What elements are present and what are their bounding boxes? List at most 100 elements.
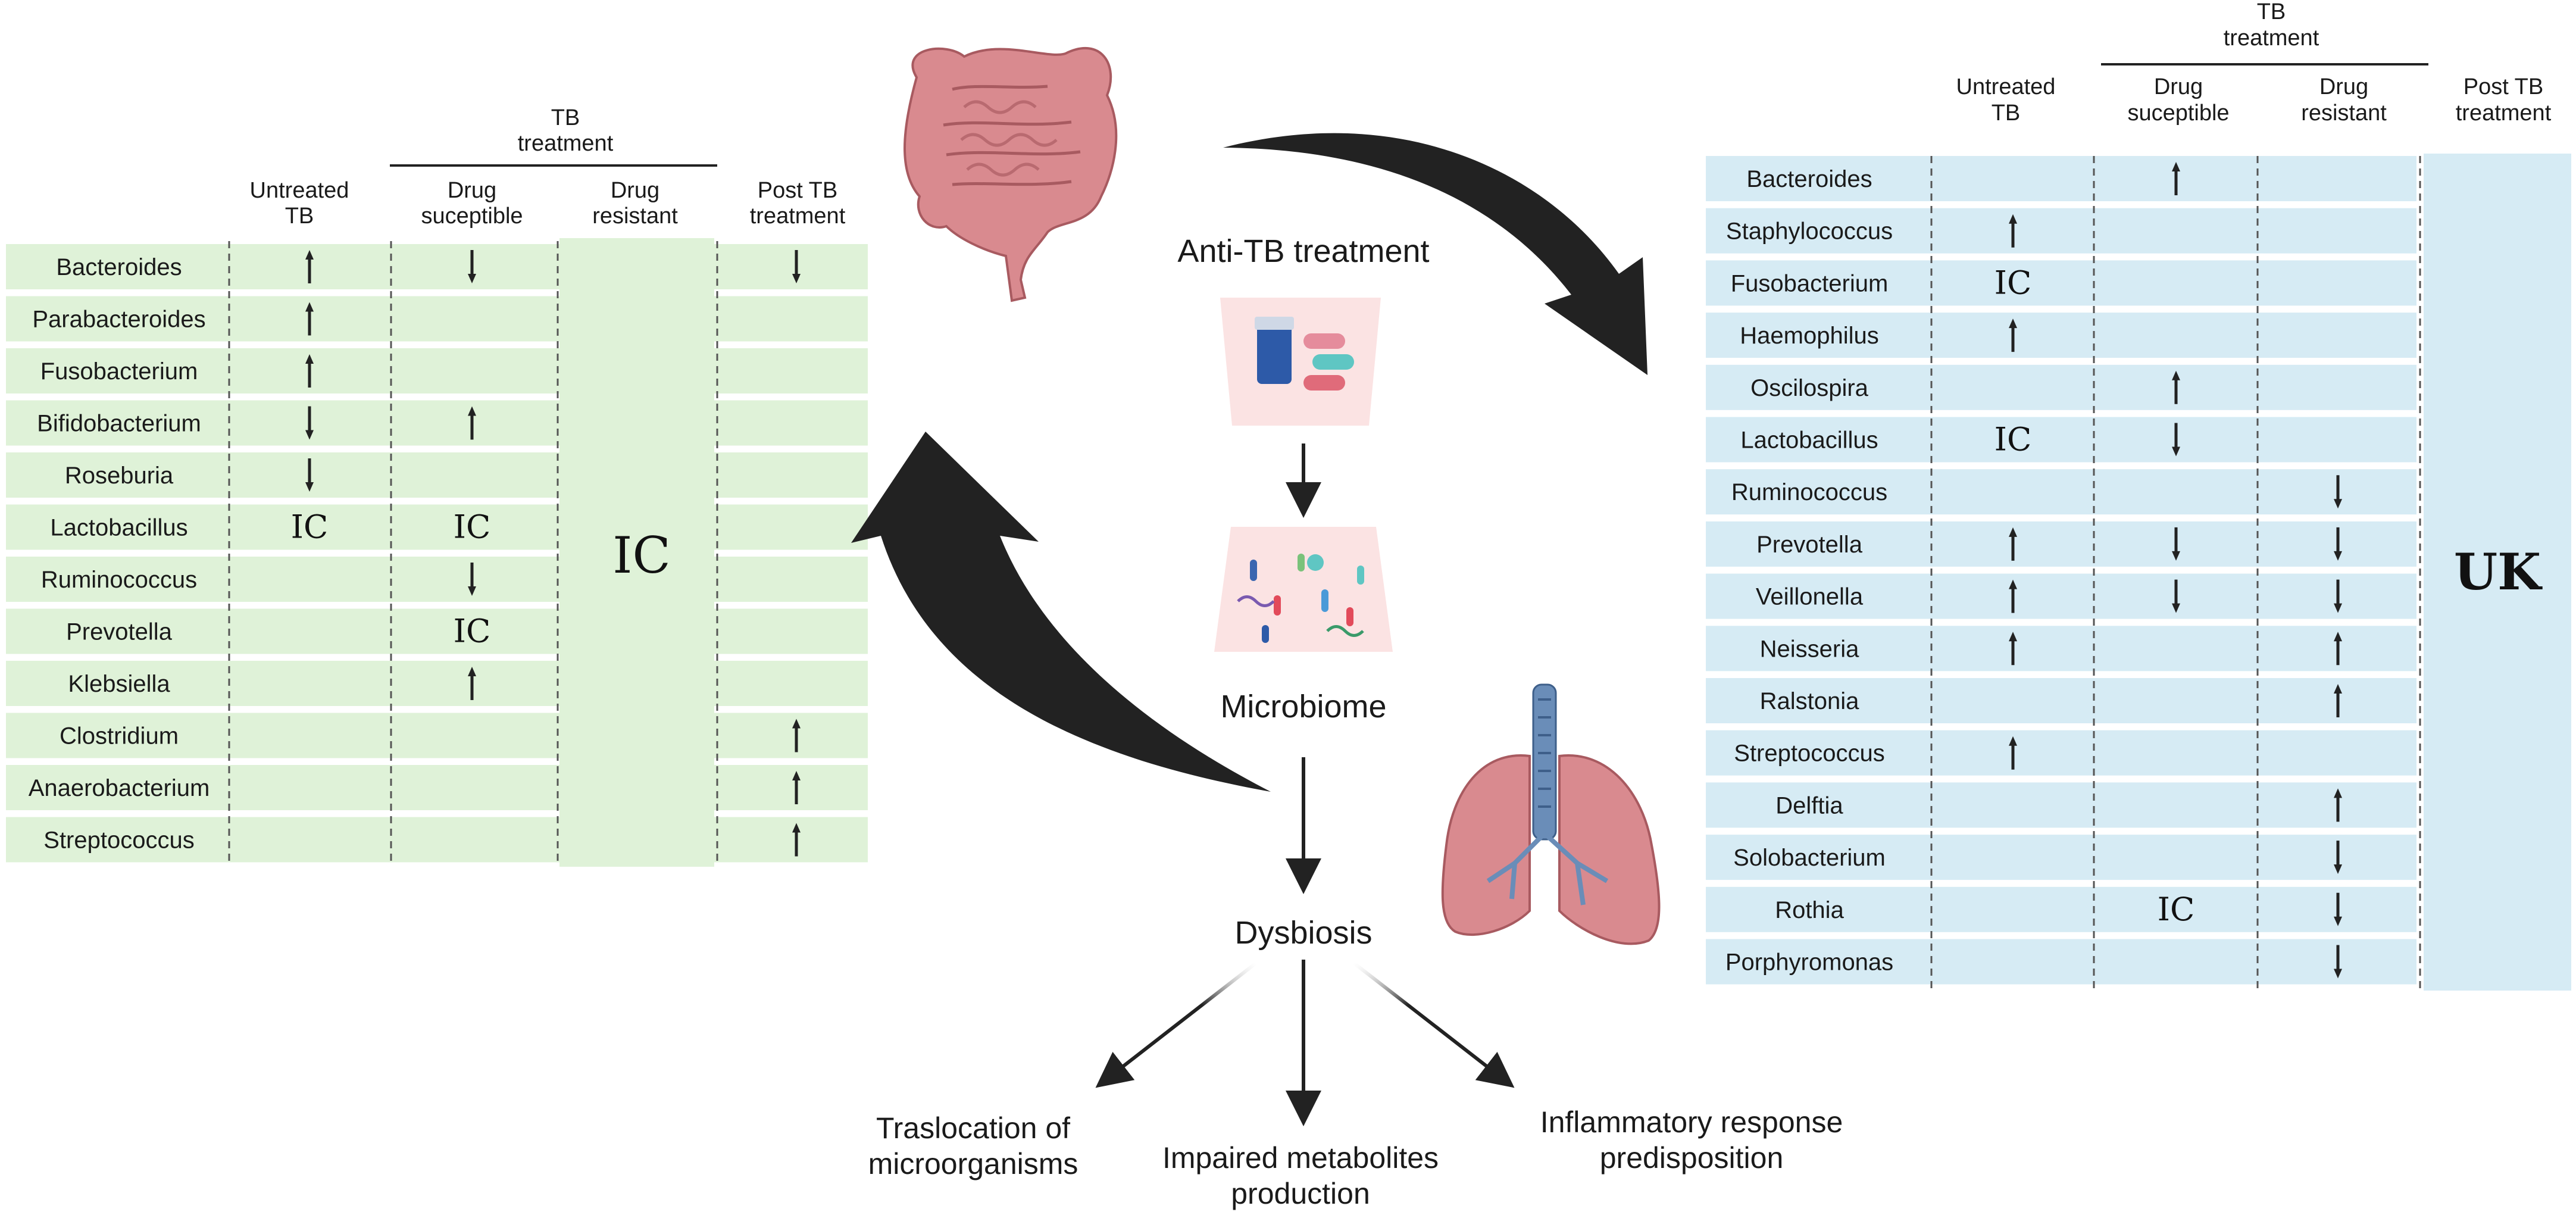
col-header-susceptible-1: Drug <box>448 178 496 203</box>
up-arrow-icon <box>2334 684 2342 717</box>
left-row-anaerobacterium: Anaerobacterium <box>6 765 868 810</box>
right-row-veillonella: Veillonella <box>1706 573 2416 619</box>
ic-label: IC <box>1994 421 2032 458</box>
dysbiosis-label: Dysbiosis <box>1234 915 1372 951</box>
left-merged-ic-text: IC <box>612 526 670 585</box>
row-background <box>1706 678 2416 723</box>
up-arrow-icon <box>792 823 801 857</box>
row-background <box>1706 417 2416 463</box>
ic-label: IC <box>291 508 329 546</box>
row-background <box>6 817 868 863</box>
left-row-fusobacterium: Fusobacterium <box>6 348 868 393</box>
row-background <box>1706 886 2416 932</box>
taxon-label: Parabacteroides <box>32 307 205 333</box>
col-header-resistant-1: Drug <box>2319 74 2368 99</box>
row-background <box>6 244 868 289</box>
row-background <box>6 348 868 393</box>
row-background <box>6 504 868 550</box>
row-background <box>1706 313 2416 358</box>
microbiome-label: Microbiome <box>1220 689 1386 724</box>
right-row-porphyromonas: Porphyromonas <box>1706 939 2416 985</box>
intestine-illustration <box>904 46 1118 302</box>
gut-microbiome-table: TB treatment Untreated TB Drug suceptibl… <box>6 105 868 867</box>
row-background <box>6 713 868 758</box>
right-row-bacteroides: Bacteroides <box>1706 156 2416 201</box>
right-row-ralstonia: Ralstonia <box>1706 678 2416 723</box>
up-arrow-icon <box>305 302 314 336</box>
taxon-label: Roseburia <box>65 463 174 489</box>
left-row-ruminococcus: Ruminococcus <box>6 557 868 602</box>
col-header-susceptible-2: suceptible <box>421 204 523 229</box>
up-arrow-icon <box>2172 370 2180 404</box>
row-background <box>1706 782 2416 828</box>
down-arrow-icon <box>2334 475 2342 509</box>
col-header-post-1: Post TB <box>2464 74 2543 99</box>
col-header-post-1: Post TB <box>758 178 837 203</box>
right-row-oscilospira: Oscilospira <box>1706 364 2416 410</box>
right-row-streptococcus: Streptococcus <box>1706 730 2416 776</box>
row-background <box>1706 521 2416 567</box>
anti-tb-treatment-label: Anti-TB treatment <box>1177 233 1429 269</box>
down-arrow-icon <box>2172 579 2180 613</box>
outcome-metabolites-2: production <box>1231 1177 1370 1210</box>
microbiome-icon <box>1214 527 1393 652</box>
curved-arrow-left <box>851 432 1271 792</box>
row-background <box>1706 573 2416 619</box>
up-arrow-icon <box>2334 632 2342 666</box>
row-background <box>1706 208 2416 254</box>
taxon-label: Ralstonia <box>1760 688 1860 714</box>
right-row-ruminococcus: Ruminococcus <box>1706 469 2416 515</box>
right-column-dividers <box>1930 156 2421 991</box>
up-arrow-icon <box>792 771 801 804</box>
right-column-headers: Untreated TB Drug suceptible Drug resist… <box>1956 74 2552 126</box>
taxon-label: Veillonella <box>1756 584 1864 610</box>
down-arrow-icon <box>2172 423 2180 457</box>
taxon-label: Klebsiella <box>68 671 170 697</box>
left-row-bacteroides: Bacteroides <box>6 244 868 289</box>
lungs-illustration <box>1441 683 1661 945</box>
tb-treatment-label-2: treatment <box>2224 26 2319 51</box>
row-background <box>6 557 868 602</box>
pills-icon <box>1220 298 1381 426</box>
row-background <box>1706 364 2416 410</box>
left-tb-treatment-header: TB treatment <box>390 105 717 167</box>
right-row-staphylococcus: Staphylococcus <box>1706 208 2416 254</box>
taxon-label: Ruminococcus <box>41 567 197 593</box>
col-header-untreated-1: Untreated <box>250 178 349 203</box>
taxon-label: Porphyromonas <box>1725 949 1893 976</box>
right-merged-uk-text: UK <box>2454 542 2543 601</box>
taxon-label: Ruminococcus <box>1731 479 1887 505</box>
taxon-label: Delftia <box>1775 792 1843 819</box>
col-header-untreated-2: TB <box>1992 101 2021 126</box>
right-tb-treatment-header: TB treatment <box>2101 0 2428 65</box>
taxon-label: Clostridium <box>60 723 179 749</box>
tb-treatment-label-2: treatment <box>518 131 614 156</box>
taxon-label: Rothia <box>1775 897 1844 923</box>
left-row-roseburia: Roseburia <box>6 452 868 498</box>
down-arrow-icon <box>305 458 314 492</box>
row-background <box>6 296 868 342</box>
tb-treatment-label-1: TB <box>551 105 580 130</box>
down-arrow-icon <box>2334 841 2342 874</box>
row-background <box>6 661 868 706</box>
row-background <box>1706 626 2416 671</box>
taxon-label: Prevotella <box>1756 532 1863 558</box>
left-row-klebsiella: Klebsiella <box>6 661 868 706</box>
up-arrow-icon <box>792 719 801 752</box>
left-row-streptococcus: Streptococcus <box>6 817 868 863</box>
taxon-label: Bacteroides <box>1746 166 1872 192</box>
right-row-prevotella: Prevotella <box>1706 521 2416 567</box>
up-arrow-icon <box>2009 579 2017 613</box>
right-merged-post-cell <box>2424 154 2571 991</box>
up-arrow-icon <box>468 667 476 700</box>
taxon-label: Prevotella <box>66 619 173 645</box>
down-arrow-icon <box>305 406 314 440</box>
up-arrow-icon <box>2009 632 2017 666</box>
taxon-label: Bacteroides <box>56 254 182 280</box>
taxon-label: Lactobacillus <box>1740 427 1878 454</box>
up-arrow-icon <box>2009 214 2017 248</box>
up-arrow-icon <box>2334 788 2342 822</box>
